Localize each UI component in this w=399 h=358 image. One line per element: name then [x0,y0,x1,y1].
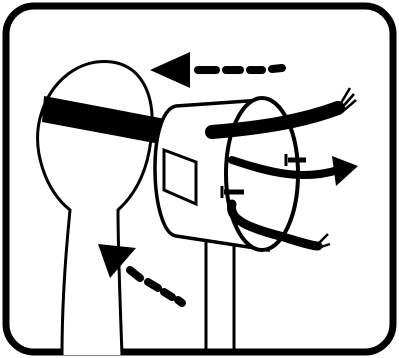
instruction-illustration [0,0,399,358]
illustration-canvas [0,0,399,358]
